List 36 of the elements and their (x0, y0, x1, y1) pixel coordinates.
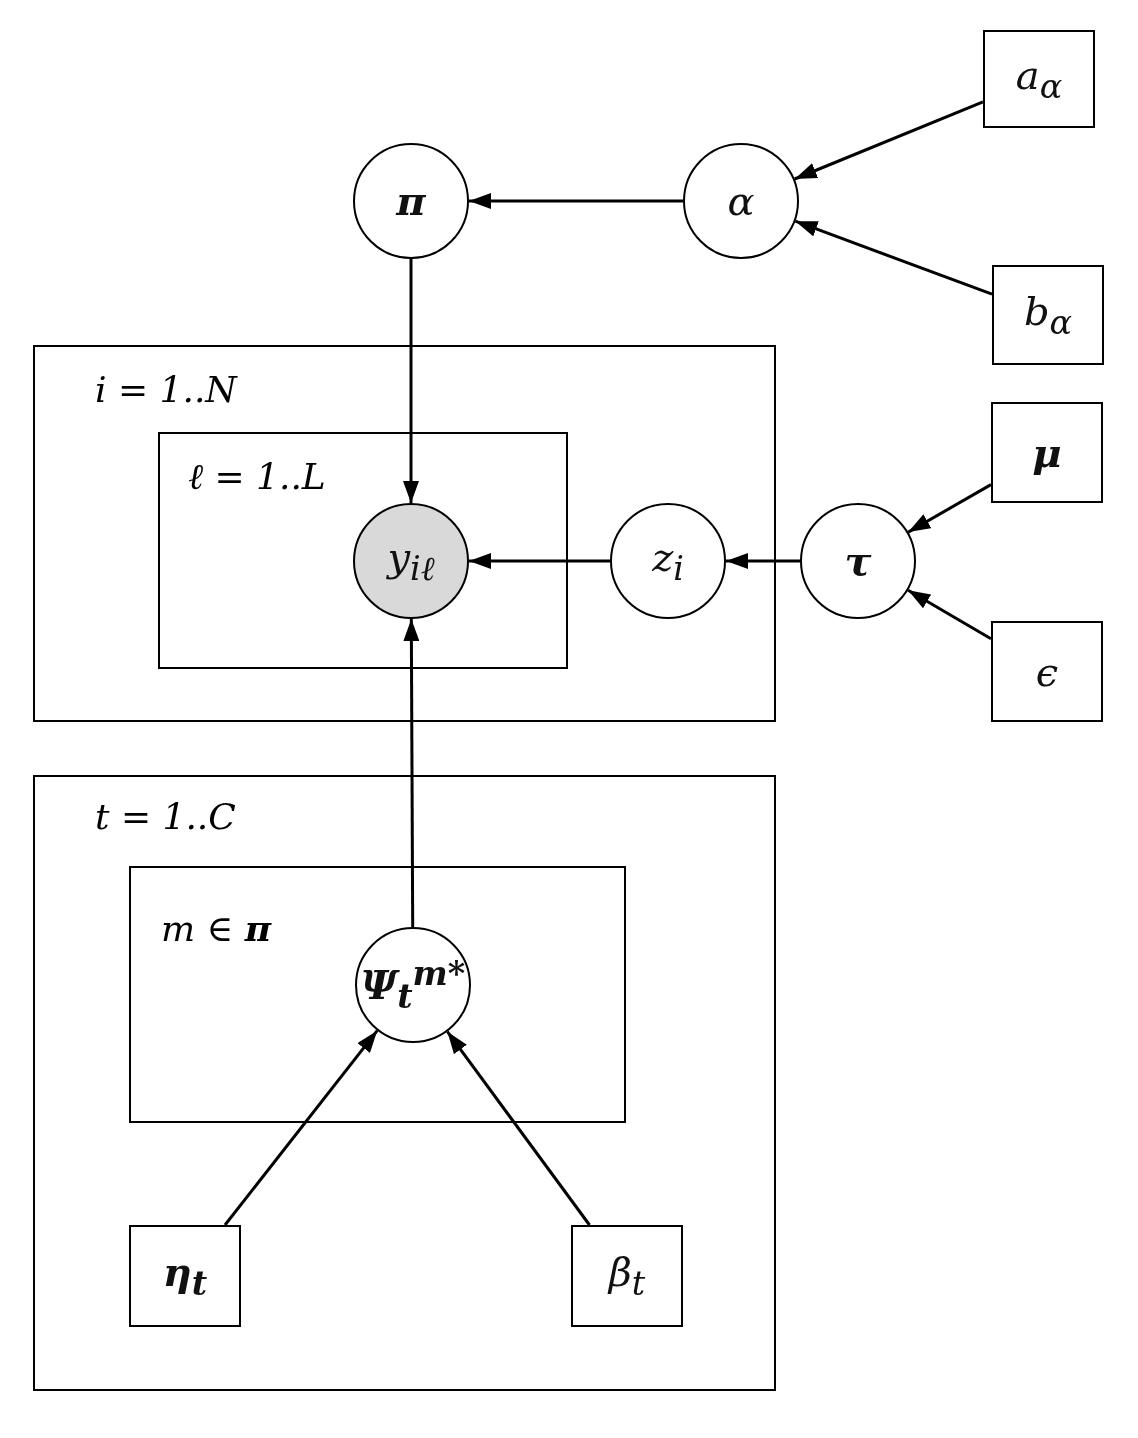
variable-symbol: y$_{iℓ}$ (387, 536, 435, 586)
variable-symbol: b$_{α}$ (1023, 290, 1073, 340)
variable-symbol: β$_{t}$ (608, 1251, 646, 1301)
arrow (469, 193, 683, 209)
plate-label: m ∈ π (161, 910, 272, 947)
plate-label: t = 1..C (95, 799, 236, 835)
parameter-box (571, 1225, 683, 1327)
plate-frame (158, 432, 568, 669)
plate-label: ℓ = 1..L (188, 459, 326, 495)
arrow (726, 553, 800, 569)
parameter-box (983, 30, 1095, 128)
arrow (794, 219, 993, 296)
arrow (446, 1030, 591, 1226)
parameter-box (991, 402, 1103, 503)
variable-symbol: τ (844, 541, 872, 581)
plate-label: i = 1..N (95, 372, 237, 408)
variable-symbol: η$_{t}$ (162, 1251, 208, 1301)
variable-symbol: α (727, 181, 755, 221)
parameter-box (992, 265, 1104, 365)
arrow (469, 553, 610, 569)
variable-symbol: ϵ (1035, 651, 1059, 692)
arrow (403, 259, 419, 503)
arrow (907, 483, 992, 534)
parameter-box (991, 621, 1103, 722)
variable-symbol: a$_{α}$ (1015, 54, 1063, 104)
plate-frame (33, 775, 776, 1391)
arrow (403, 619, 420, 927)
arrow (223, 1029, 379, 1226)
variable-symbol: π (396, 181, 426, 221)
plate-frame (129, 866, 626, 1123)
arrow (794, 100, 984, 181)
variable-symbol: z$_{i}$ (652, 536, 684, 586)
plate-frame (33, 345, 776, 722)
arrow (907, 589, 992, 641)
parameter-box (129, 1225, 241, 1327)
variable-symbol: μ (1032, 432, 1062, 473)
